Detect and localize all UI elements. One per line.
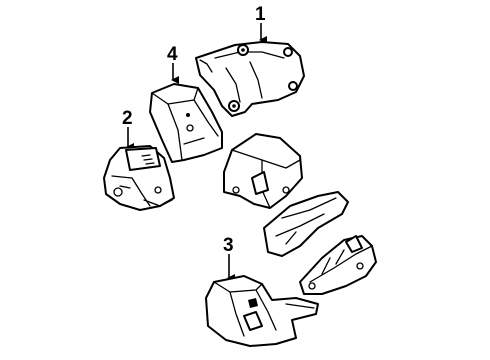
callout-3: 3: [223, 235, 235, 282]
long-mount-bracket: [263, 191, 349, 257]
middle-mount-bracket: [223, 133, 303, 209]
callout-1-label: 1: [255, 4, 266, 25]
callout-2-label: 2: [122, 108, 133, 129]
part-3-lower-mount: [205, 275, 319, 347]
part-1-bracket: [195, 41, 305, 117]
callout-4-label: 4: [167, 44, 178, 65]
callout-4: 4: [167, 44, 179, 84]
part-2-engine-mount: [103, 145, 175, 211]
transmission-mount: [299, 235, 377, 295]
callout-3-label: 3: [223, 235, 234, 256]
callout-1: 1: [255, 4, 267, 44]
part-4-mount-pad: [149, 83, 223, 163]
callout-2: 2: [122, 108, 134, 151]
